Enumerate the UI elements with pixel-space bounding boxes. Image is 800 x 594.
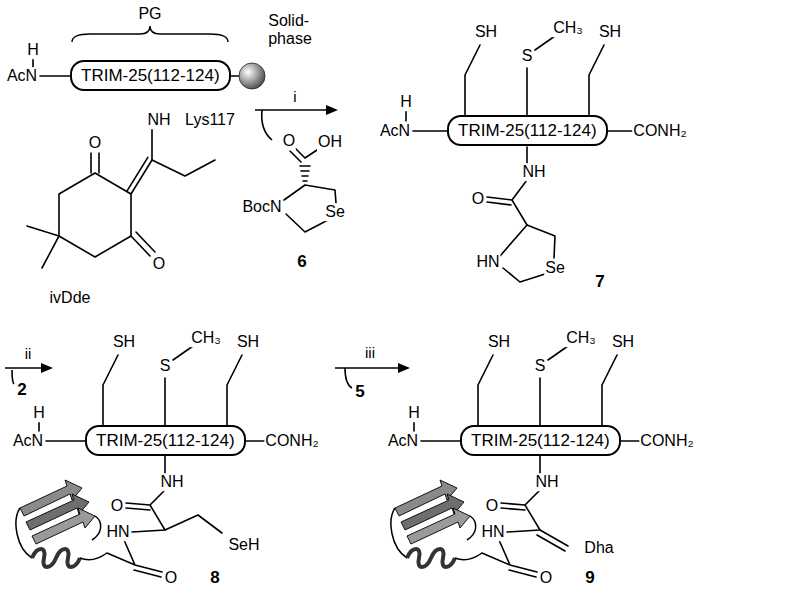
bond-lines: [152, 128, 215, 176]
atom-label: S: [159, 357, 172, 375]
residue-label: Dha: [583, 539, 614, 557]
ubiquitin-cartoon: [391, 480, 482, 567]
atom-label: H: [399, 93, 413, 111]
arrowheads: [326, 105, 338, 115]
bond-lines: [165, 515, 222, 533]
atom-label: O: [152, 255, 166, 273]
atom-label: O: [88, 134, 102, 152]
compound-number: 6: [296, 253, 307, 272]
atom-label: CONH₂: [632, 122, 687, 140]
peptide-name: TRIM-25(112-124): [471, 431, 610, 450]
peptide-box: TRIM-25(112-124): [70, 60, 231, 91]
atom-label: SH: [474, 23, 498, 41]
atom-label: NH: [146, 111, 171, 129]
compound-number: 8: [209, 569, 220, 588]
bond-lines: [478, 346, 617, 428]
bond-lines: [465, 36, 604, 118]
group-label: PG: [137, 5, 162, 23]
atom-label: SH: [112, 333, 136, 351]
peptide-box: TRIM-25(112-124): [85, 425, 246, 456]
atom-label: AcN: [379, 122, 411, 140]
solid-phase-bead: [239, 63, 265, 89]
atom-label: S: [521, 47, 534, 65]
bond-lines: [300, 166, 310, 181]
bond-lines: [501, 456, 540, 532]
residue-label: Lys117: [184, 111, 236, 129]
atom-label: S: [534, 357, 547, 375]
support-label: Solid- phase: [267, 12, 313, 47]
arrowheads: [41, 363, 53, 373]
bond-lines: [487, 147, 527, 225]
atom-label: NH: [159, 473, 184, 491]
bond-lines: [127, 157, 152, 194]
atom-label: O: [539, 569, 553, 587]
atom-label: O: [485, 497, 499, 515]
ubiquitin-cartoon: [16, 480, 107, 567]
bond-lines: [27, 36, 643, 577]
atom-label: HN: [105, 523, 130, 541]
pg-bracket: [72, 26, 228, 42]
atom-label: H: [32, 404, 46, 422]
bond-lines: [59, 173, 131, 257]
atom-label: AcN: [387, 432, 419, 450]
atom-label: CONH₂: [639, 432, 694, 450]
peptide-box: TRIM-25(112-124): [447, 115, 608, 146]
atom-label: SH: [487, 333, 511, 351]
peptide-box: TRIM-25(112-124): [460, 425, 621, 456]
atom-label: HN: [480, 523, 505, 541]
atom-label: HN: [475, 253, 500, 271]
atom-label: AcN: [6, 67, 38, 85]
bond-lines: [537, 530, 568, 551]
bond-lines: [131, 232, 155, 256]
compound-number: 5: [354, 383, 365, 402]
atom-label: BocN: [241, 198, 282, 216]
bond-lines: [103, 346, 242, 428]
peptide-name: TRIM-25(112-124): [96, 431, 235, 450]
compound-number: 7: [594, 273, 605, 292]
atom-label: NH: [534, 473, 559, 491]
atom-label: NH: [521, 163, 546, 181]
bond-lines: [27, 226, 59, 268]
atom-label: Se: [324, 203, 346, 221]
atom-label: CONH₂: [264, 432, 319, 450]
atom-label: O: [282, 132, 296, 150]
compound-number: 2: [16, 381, 27, 400]
atom-label: Se: [544, 259, 566, 277]
atom-label: O: [110, 497, 124, 515]
compound-number: 9: [584, 569, 595, 588]
atom-label: CH₃: [565, 329, 597, 347]
atom-label: SH: [611, 333, 635, 351]
group-label: ivDde: [49, 289, 92, 307]
pg-bracket: [72, 26, 228, 42]
arrowheads: [398, 363, 410, 373]
peptide-name: TRIM-25(112-124): [81, 66, 220, 85]
peptide-name: TRIM-25(112-124): [458, 121, 597, 140]
atom-label: CH₃: [190, 329, 222, 347]
reaction-arrows: [335, 368, 402, 388]
step-label: i: [292, 89, 297, 106]
bond-lines: [91, 153, 99, 173]
bond-lines: [107, 540, 162, 577]
step-label: iii: [364, 345, 376, 362]
atom-label: AcN: [12, 432, 44, 450]
bond-lines: [482, 540, 537, 577]
atom-label: SeH: [227, 536, 260, 554]
atom-label: H: [26, 41, 40, 59]
arrowheads: [41, 105, 410, 373]
atom-label: H: [407, 404, 421, 422]
atom-label: O: [471, 190, 485, 208]
atom-label: O: [164, 569, 178, 587]
atom-label: SH: [598, 23, 622, 41]
step-label: ii: [24, 346, 33, 363]
atom-label: SH: [236, 333, 260, 351]
reaction-arrows: [5, 110, 402, 388]
bond-lines: [126, 456, 165, 532]
atom-label: OH: [317, 133, 343, 151]
atom-label: CH₃: [552, 19, 584, 37]
